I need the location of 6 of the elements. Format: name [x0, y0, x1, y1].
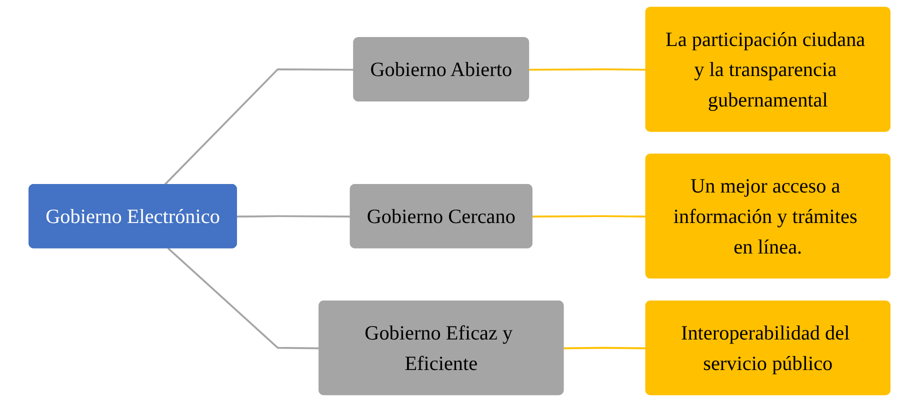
- connector: [236, 215, 351, 218]
- connector: [164, 68, 354, 186]
- connector: [532, 215, 646, 218]
- connector: [564, 346, 646, 350]
- connector: [529, 68, 646, 71]
- connector: [167, 248, 320, 350]
